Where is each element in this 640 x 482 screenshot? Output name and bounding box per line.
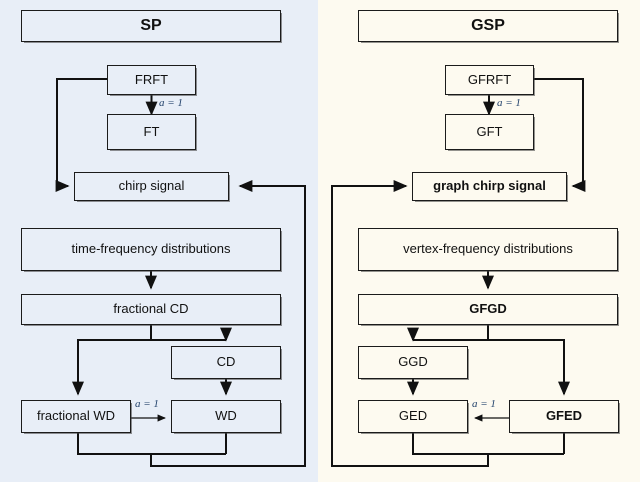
panel-gsp-title: GSP	[358, 10, 618, 42]
panel-sp-title: SP	[21, 10, 281, 42]
node-graph-chirp-signal[interactable]: graph chirp signal	[412, 172, 567, 201]
node-gft[interactable]: GFT	[445, 114, 534, 150]
node-cd[interactable]: CD	[171, 346, 281, 379]
node-ggd[interactable]: GGD	[358, 346, 468, 379]
node-gfed[interactable]: GFED	[509, 400, 619, 433]
edge-label-gfrft-to-gft: a = 1	[497, 97, 521, 109]
node-chirp-signal[interactable]: chirp signal	[74, 172, 229, 201]
edge-label-frft-to-ft: a = 1	[159, 97, 183, 109]
node-fractional-wd[interactable]: fractional WD	[21, 400, 131, 433]
node-frft[interactable]: FRFT	[107, 65, 196, 95]
edge-label-gfed-to-ged: a = 1	[472, 398, 496, 410]
node-gfgd[interactable]: GFGD	[358, 294, 618, 325]
node-vertex-frequency-distributions[interactable]: vertex-frequency distributions	[358, 228, 618, 271]
node-gfrft[interactable]: GFRFT	[445, 65, 534, 95]
node-ft[interactable]: FT	[107, 114, 196, 150]
node-time-frequency-distributions[interactable]: time-frequency distributions	[21, 228, 281, 271]
node-fractional-cd[interactable]: fractional CD	[21, 294, 281, 325]
edge-label-fwd-to-wd: a = 1	[135, 398, 159, 410]
node-ged[interactable]: GED	[358, 400, 468, 433]
node-wd[interactable]: WD	[171, 400, 281, 433]
